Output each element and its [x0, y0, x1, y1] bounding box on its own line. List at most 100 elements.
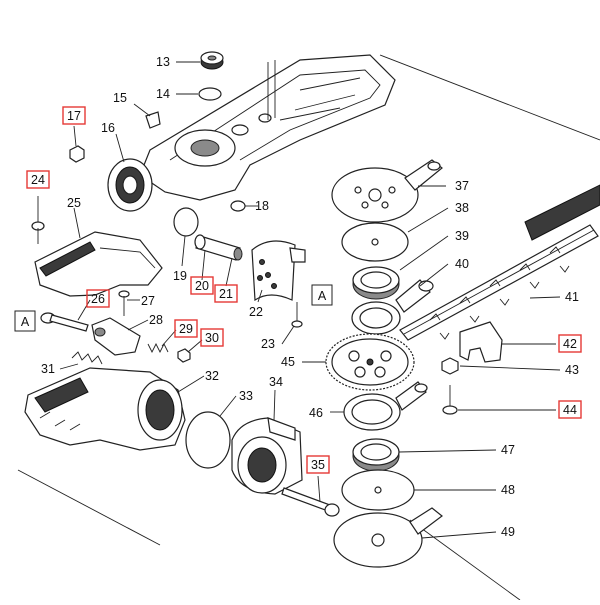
callout-27: 27 [141, 294, 155, 308]
part-48-disc [341, 469, 415, 511]
part-43-nut [441, 357, 459, 375]
part-18-pin [230, 200, 246, 212]
callout-highlight-box [306, 455, 330, 474]
callout-number: 34 [269, 375, 283, 389]
frame-line-bottom-right [409, 519, 521, 601]
part-44-bolt [442, 385, 458, 415]
callout-49: 49 [501, 525, 515, 539]
callout-highlight-box [558, 334, 582, 353]
callout-number: 37 [455, 179, 469, 193]
callout-41: 41 [565, 290, 579, 304]
callout-number: 30 [205, 331, 219, 345]
callout-20: 20 [190, 276, 214, 295]
part-16-gear-housing [107, 54, 396, 212]
callout-highlight-box [214, 284, 238, 303]
part-28-link [91, 317, 141, 356]
callout-number: 15 [113, 91, 127, 105]
callout-34: 34 [269, 375, 283, 389]
reference-marker-box [311, 284, 333, 306]
leader-lines [37, 60, 561, 539]
callout-48: 48 [501, 483, 515, 497]
callout-highlight-box [174, 319, 198, 338]
part-40-crank [351, 279, 434, 335]
callout-number: 40 [455, 257, 469, 271]
part-35-bolt [281, 487, 340, 517]
part-47-bearing [352, 438, 400, 472]
part-20-21-pins [194, 234, 243, 261]
callout-number: 28 [149, 313, 163, 327]
callout-number: 46 [309, 406, 323, 420]
callout-number: 43 [565, 363, 579, 377]
callout-highlight-box [86, 289, 110, 308]
callout-42: 42 [558, 334, 582, 353]
callout-number: 29 [179, 322, 193, 336]
callout-number: 39 [455, 229, 469, 243]
callout-number: 42 [563, 337, 577, 351]
callout-highlight-box [558, 400, 582, 419]
callout-number: 14 [156, 87, 170, 101]
callout-number: 24 [31, 173, 45, 187]
part-45-gear [325, 333, 415, 391]
callout-number: 16 [101, 121, 115, 135]
callout-number: 49 [501, 525, 515, 539]
callout-40: 40 [455, 257, 469, 271]
callout-30: 30 [200, 328, 224, 347]
part-30-nut [177, 348, 191, 363]
part-25-cover [34, 231, 163, 297]
callout-number: 19 [173, 269, 187, 283]
part-24-bolt [31, 221, 45, 244]
part-32-lower-housing [24, 367, 186, 451]
callout-29: 29 [174, 319, 198, 338]
callout-23: 23 [261, 337, 275, 351]
callout-number: 26 [91, 292, 105, 306]
callout-number: 35 [311, 458, 325, 472]
callout-number: 17 [67, 109, 81, 123]
callout-number: 38 [455, 201, 469, 215]
callout-number: 20 [195, 279, 209, 293]
callout-46: 46 [309, 406, 323, 420]
part-22-clamp [251, 240, 306, 302]
part-23-screw [291, 302, 303, 328]
callout-44: 44 [558, 400, 582, 419]
callout-number: 22 [249, 305, 263, 319]
callout-24: 24 [26, 170, 50, 189]
callout-number: 44 [563, 403, 577, 417]
reference-marker-a: A [311, 284, 333, 306]
callout-number: 21 [219, 287, 233, 301]
callout-33: 33 [239, 389, 253, 403]
callout-number: 25 [67, 196, 81, 210]
callout-number: 45 [281, 355, 295, 369]
callout-highlight-box [26, 170, 50, 189]
callout-number: 33 [239, 389, 253, 403]
callout-38: 38 [455, 201, 469, 215]
frame-line-top [379, 54, 600, 141]
callout-31: 31 [41, 362, 55, 376]
callout-17: 17 [62, 106, 86, 125]
reference-marker-box [14, 310, 36, 332]
callout-35: 35 [306, 455, 330, 474]
callout-number: 41 [565, 290, 579, 304]
part-41-blade [399, 184, 600, 341]
callout-19: 19 [173, 269, 187, 283]
callout-43: 43 [565, 363, 579, 377]
part-26-bolt [40, 312, 89, 332]
part-13-bushing [200, 51, 224, 70]
callout-22: 22 [249, 305, 263, 319]
callout-32: 32 [205, 369, 219, 383]
callout-highlight-box [200, 328, 224, 347]
part-37-plate [331, 159, 443, 223]
part-49-plate [333, 507, 443, 568]
frame-line-bottom-left [17, 469, 161, 546]
part-19-retaining-ring [173, 207, 199, 237]
part-46-ring [343, 381, 428, 431]
reference-marker-label: A [21, 315, 30, 329]
callout-number: 13 [156, 55, 170, 69]
callout-47: 47 [501, 443, 515, 457]
part-27-screw [118, 290, 130, 316]
reference-marker-a: A [14, 310, 36, 332]
part-39-bearing [352, 266, 400, 300]
part-17-nut [69, 145, 85, 163]
